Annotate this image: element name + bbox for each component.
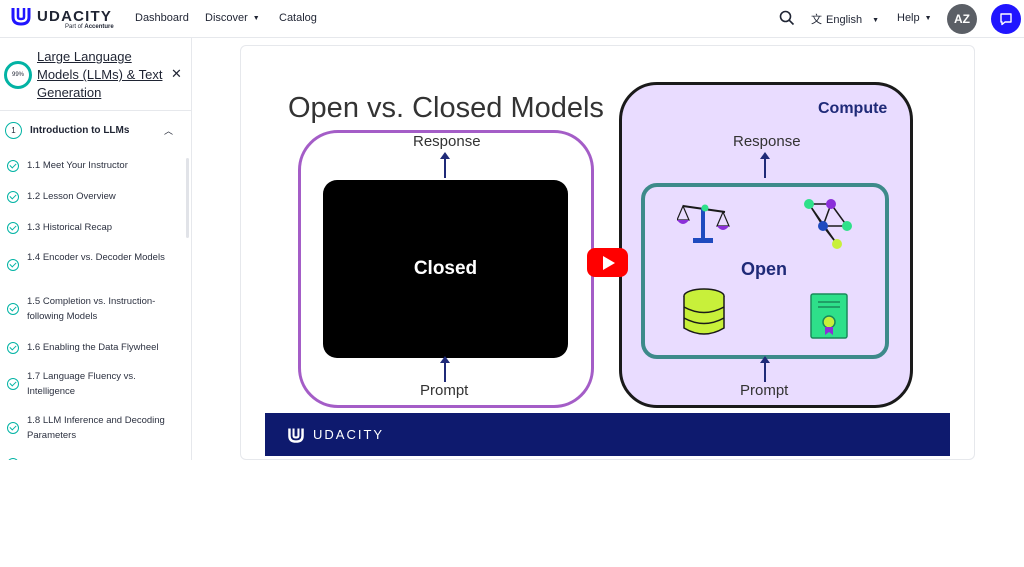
concept-label: 1.2 Lesson Overview: [27, 191, 116, 202]
check-circle-icon: [7, 378, 19, 390]
closed-model-box: Closed: [323, 180, 568, 358]
check-circle-icon: [7, 458, 19, 460]
nav-catalog[interactable]: Catalog: [279, 12, 317, 24]
check-circle-icon: [7, 422, 19, 434]
video-player[interactable]: Open vs. Closed Models Compute Response …: [265, 70, 950, 456]
concept-item[interactable]: 1.2 Lesson Overview: [0, 182, 186, 213]
concept-label: 1.8 LLM Inference and Decoding Parameter…: [27, 415, 165, 441]
concept-item[interactable]: 1.3 Historical Recap: [0, 213, 186, 244]
open-model-label: Open: [741, 259, 788, 279]
concept-label: 1.3 Historical Recap: [27, 222, 113, 233]
play-button[interactable]: [587, 248, 628, 277]
concept-item[interactable]: 1.1 Meet Your Instructor: [0, 151, 186, 182]
right-prompt-arrow: [760, 356, 770, 382]
logo-wordmark: UDACITY: [37, 8, 113, 25]
concept-item[interactable]: [0, 456, 186, 460]
compute-frame: [619, 82, 913, 408]
concept-label: 1.7 Language Fluency vs. Intelligence: [27, 371, 136, 397]
right-prompt-label: Prompt: [740, 382, 789, 399]
concept-item[interactable]: 1.8 LLM Inference and Decoding Parameter…: [0, 409, 186, 449]
check-circle-icon: [7, 191, 19, 203]
chat-icon: [1000, 13, 1012, 26]
udacity-logo[interactable]: UDACITY Part of Accenture: [10, 5, 120, 33]
check-circle-icon: [7, 303, 19, 315]
video-footer-band: UDACITY: [265, 413, 950, 456]
concept-label: 1.5 Completion vs. Instruction-following…: [27, 296, 156, 322]
compute-label: Compute: [818, 100, 888, 117]
network-graph-icon: [804, 199, 852, 249]
check-circle-icon: [7, 259, 19, 271]
lesson-header[interactable]: 1 Introduction to LLMs ︿: [0, 111, 191, 151]
database-icon: [683, 288, 725, 335]
left-response-arrow: [440, 152, 450, 178]
right-response-label: Response: [733, 133, 801, 150]
balance-scale-icon: [677, 204, 730, 243]
right-response-arrow: [760, 152, 770, 178]
top-nav: UDACITY Part of Accenture Dashboard Disc…: [0, 0, 1024, 38]
chat-button[interactable]: [991, 4, 1021, 34]
search-icon[interactable]: [779, 10, 795, 26]
close-icon[interactable]: ✕: [171, 66, 182, 81]
lesson-number: 1: [5, 122, 22, 139]
concept-label: 1.1 Meet Your Instructor: [27, 160, 128, 171]
concept-item[interactable]: 1.5 Completion vs. Instruction-following…: [0, 290, 186, 330]
udacity-logo-icon: [11, 8, 31, 26]
footer-wordmark: UDACITY: [313, 427, 385, 442]
udacity-footer-logo-icon: [288, 428, 304, 443]
concept-item[interactable]: 1.6 Enabling the Data Flywheel: [0, 333, 186, 364]
nav-discover[interactable]: Discover▼: [205, 12, 260, 24]
course-progress: 99%: [4, 61, 32, 89]
lesson-title: Introduction to LLMs: [30, 125, 130, 136]
nav-help[interactable]: Help▼: [897, 12, 932, 24]
translate-icon: 文: [811, 14, 822, 26]
caret-down-icon: ▼: [252, 15, 260, 22]
check-circle-icon: [7, 342, 19, 354]
course-title-link[interactable]: Large Language Models (LLMs) & Text Gene…: [37, 49, 163, 100]
slide-title: Open vs. Closed Models: [288, 92, 604, 124]
caret-down-icon: ▼: [872, 17, 880, 24]
caret-down-icon: ▼: [924, 15, 932, 22]
left-response-label: Response: [413, 133, 481, 150]
logo-tagline: Part of Accenture: [65, 24, 114, 30]
sidebar-scrollbar[interactable]: [186, 158, 189, 238]
course-sidebar: 99% Large Language Models (LLMs) & Text …: [0, 38, 192, 460]
left-prompt-label: Prompt: [420, 382, 469, 399]
check-circle-icon: [7, 160, 19, 172]
concept-item[interactable]: 1.7 Language Fluency vs. Intelligence: [0, 365, 186, 405]
concept-label: 1.6 Enabling the Data Flywheel: [27, 342, 159, 353]
nav-dashboard[interactable]: Dashboard: [135, 12, 189, 24]
certificate-icon: [810, 293, 848, 339]
chevron-up-icon: ︿: [164, 126, 174, 136]
concept-label: 1.4 Encoder vs. Decoder Models: [27, 252, 165, 263]
check-circle-icon: [7, 222, 19, 234]
left-prompt-arrow: [440, 356, 450, 382]
course-header: 99% Large Language Models (LLMs) & Text …: [0, 38, 191, 111]
user-avatar[interactable]: AZ: [947, 4, 977, 34]
concept-item[interactable]: 1.4 Encoder vs. Decoder Models: [0, 246, 186, 286]
